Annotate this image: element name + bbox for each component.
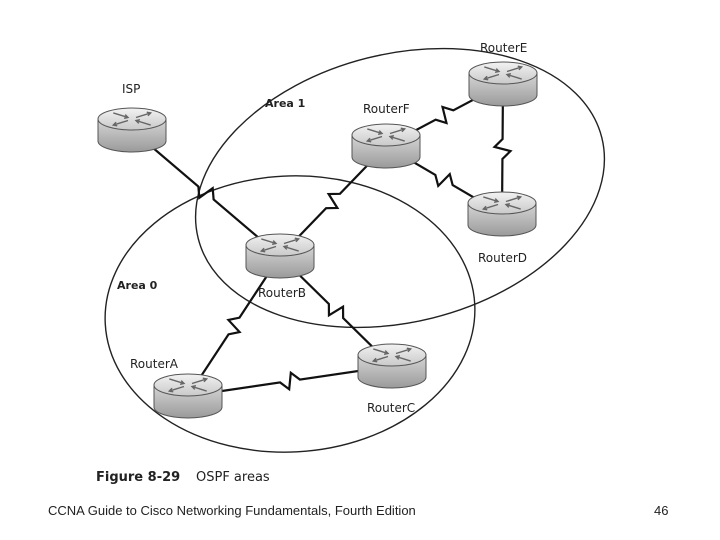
link-routerE-routerD — [492, 83, 513, 215]
link-routerF-routerE — [385, 83, 504, 147]
figure-title: OSPF areas — [196, 470, 270, 485]
router-isp-icon — [97, 107, 167, 153]
link-routerF-routerB — [279, 145, 387, 257]
router-routerB-icon — [245, 233, 315, 279]
links-layer — [131, 83, 513, 398]
router-d-label: RouterD — [478, 251, 527, 265]
isp-label: ISP — [122, 82, 140, 96]
footer-source: CCNA Guide to Cisco Networking Fundament… — [48, 503, 416, 518]
area-0-label: Area 0 — [117, 279, 158, 292]
router-c-label: RouterC — [367, 401, 415, 415]
router-routerE-icon — [468, 61, 538, 107]
router-f-label: RouterF — [363, 102, 410, 116]
router-routerC-icon — [357, 343, 427, 389]
routers-layer — [97, 61, 538, 419]
router-b-label: RouterB — [258, 286, 306, 300]
area-1-label: Area 1 — [265, 97, 305, 110]
router-routerA-icon — [153, 373, 223, 419]
area-0-boundary — [104, 175, 476, 453]
router-a-label: RouterA — [130, 357, 179, 371]
link-routerF-routerD — [385, 145, 503, 215]
link-isp-routerB — [131, 129, 281, 257]
router-routerF-icon — [351, 123, 421, 169]
link-routerB-routerA — [187, 255, 281, 397]
figure-number: Figure 8-29 — [96, 470, 180, 485]
link-routerB-routerC — [279, 255, 393, 367]
link-routerA-routerC — [187, 364, 393, 398]
router-e-label: RouterE — [480, 41, 527, 55]
area-1-boundary — [194, 47, 606, 329]
footer-page-number: 46 — [654, 503, 669, 518]
router-routerD-icon — [467, 191, 537, 237]
